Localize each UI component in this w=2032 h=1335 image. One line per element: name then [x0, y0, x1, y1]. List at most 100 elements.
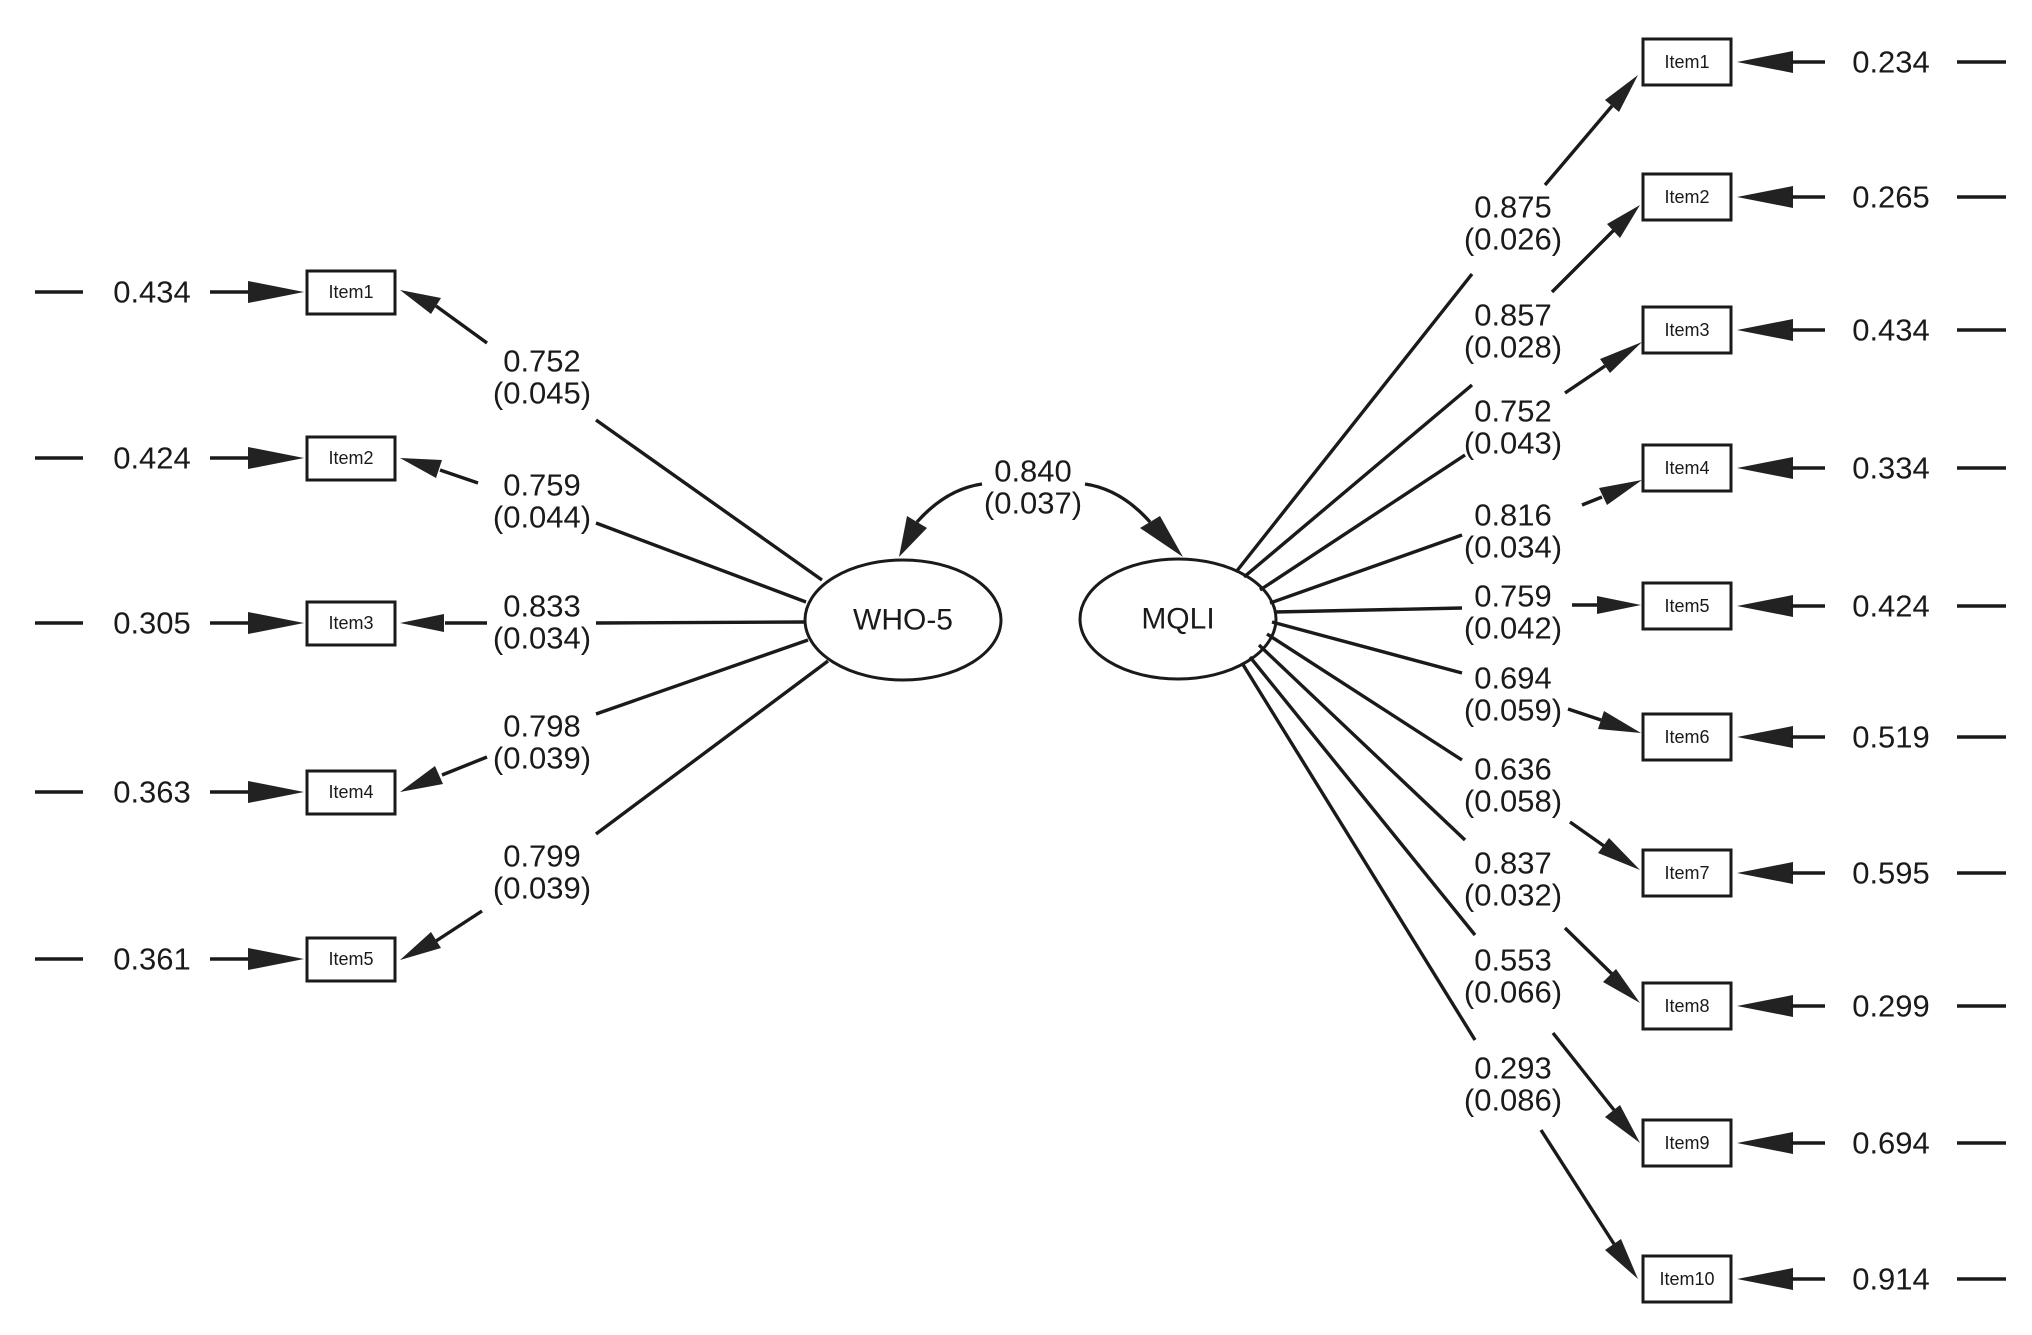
left-loading-arrowhead-3: [400, 614, 444, 632]
right-loading-line-6: [1271, 620, 1463, 675]
right-residual-value-1: 0.234: [1852, 45, 1930, 80]
right-loading-line-9: [1248, 655, 1477, 937]
right-loading-value-7: 0.636: [1474, 752, 1552, 787]
right-loading-line-7: [1266, 632, 1463, 762]
right-residual-value-2: 0.265: [1852, 180, 1930, 215]
left-item-4: 0.798 (0.039) Item4 0.363: [35, 638, 809, 816]
left-loading-line-1-b: [435, 304, 488, 345]
right-item-label-10: Item10: [1659, 1269, 1714, 1289]
correlation-se: (0.037): [984, 486, 1082, 521]
left-item-box-1: [305, 269, 397, 316]
left-loading-value-4: 0.798: [503, 709, 581, 744]
right-residual-arrowhead-3: [1737, 319, 1793, 341]
right-loading-value-4: 0.816: [1474, 498, 1552, 533]
left-item-2: 0.759 (0.044) Item2 0.424: [35, 435, 807, 604]
right-item-label-4: Item4: [1664, 458, 1709, 478]
left-loading-line-4: [595, 638, 809, 716]
latent-who5: WHO-5: [803, 558, 1003, 682]
left-item-box-3: [305, 600, 397, 647]
latent-mqli-ellipse: [1078, 557, 1278, 681]
right-loading-se-10: (0.086): [1464, 1083, 1562, 1118]
latent-who5-label: WHO-5: [853, 604, 953, 637]
right-item-6: 0.694 (0.059) Item6 0.519: [1271, 620, 2006, 762]
right-residual-arrowhead-2: [1737, 186, 1793, 208]
right-loading-value-5: 0.759: [1474, 579, 1552, 614]
left-loading-arrowhead-1: [400, 290, 441, 314]
latent-mqli: MQLI: [1078, 557, 1278, 681]
right-residual-value-10: 0.914: [1852, 1262, 1930, 1297]
right-item-label-1: Item1: [1664, 52, 1709, 72]
right-loading-se-6: (0.059): [1464, 693, 1562, 728]
right-item-label-5: Item5: [1664, 596, 1709, 616]
right-item-1: 0.875 (0.026) Item1 0.234: [1234, 37, 2006, 574]
left-loading-se-1: (0.045): [493, 376, 591, 411]
left-loading-value-3: 0.833: [503, 589, 581, 624]
right-residual-value-9: 0.694: [1852, 1126, 1930, 1161]
left-loading-value-5: 0.799: [503, 839, 581, 874]
right-loading-line-3: [1259, 453, 1466, 592]
left-loading-arrowhead-5: [400, 932, 441, 960]
left-residual-arrowhead-3: [248, 612, 304, 634]
left-loading-se-3: (0.034): [493, 621, 591, 656]
left-item-label-4: Item4: [328, 782, 373, 802]
right-item-4: 0.816 (0.034) Item4 0.334: [1269, 443, 2006, 605]
right-loading-line-8: [1257, 643, 1467, 842]
right-loading-value-8: 0.837: [1474, 846, 1552, 881]
left-loading-se-4: (0.039): [493, 741, 591, 776]
right-loading-line-1: [1234, 272, 1474, 574]
right-loading-line-5: [1274, 606, 1463, 614]
right-residual-value-5: 0.424: [1852, 589, 1930, 624]
left-loading-value-2: 0.759: [503, 468, 581, 503]
right-loading-arrowhead-8: [1603, 969, 1640, 1003]
left-residual-arrowhead-4: [248, 781, 304, 803]
correlation-estimate: 0.840: [994, 454, 1072, 489]
right-residual-arrowhead-8: [1737, 995, 1793, 1017]
left-loading-arrowhead-2: [400, 458, 442, 478]
right-loading-se-5: (0.042): [1464, 611, 1562, 646]
correlation-arc-left: [915, 482, 983, 524]
left-item-label-2: Item2: [328, 448, 373, 468]
right-item-label-3: Item3: [1664, 320, 1709, 340]
right-residual-arrowhead-5: [1737, 595, 1793, 617]
left-item-label-5: Item5: [328, 949, 373, 969]
right-item-box-7: [1641, 848, 1733, 898]
right-loading-arrowhead-10: [1605, 1239, 1638, 1279]
right-loading-se-3: (0.043): [1464, 426, 1562, 461]
right-loading-value-10: 0.293: [1474, 1051, 1552, 1086]
right-item-box-10: [1641, 1254, 1733, 1304]
right-loading-line-3-b: [1564, 364, 1606, 395]
right-loading-arrowhead-5: [1597, 596, 1641, 614]
right-item-10: 0.293 (0.086) Item10 0.914: [1240, 662, 2006, 1304]
right-residual-value-8: 0.299: [1852, 989, 1930, 1024]
right-residual-arrowhead-6: [1737, 726, 1793, 748]
left-item-1: 0.752 (0.045) Item1 0.434: [35, 269, 823, 582]
right-item-box-9: [1641, 1118, 1733, 1168]
right-item-label-9: Item9: [1664, 1133, 1709, 1153]
right-loading-se-8: (0.032): [1464, 878, 1562, 913]
right-residual-arrowhead-10: [1737, 1268, 1793, 1290]
right-loading-line-4: [1269, 533, 1463, 605]
right-residual-arrowhead-9: [1737, 1132, 1793, 1154]
right-loading-se-7: (0.058): [1464, 784, 1562, 819]
right-loading-se-1: (0.026): [1464, 222, 1562, 257]
left-residual-arrowhead-5: [248, 948, 304, 970]
right-residual-arrowhead-7: [1737, 862, 1793, 884]
left-residual-value-2: 0.424: [113, 441, 191, 476]
right-loading-line-2: [1242, 383, 1474, 579]
left-loading-line-3: [595, 620, 806, 625]
left-item-3: 0.833 (0.034) Item3 0.305: [35, 589, 806, 656]
right-item-label-6: Item6: [1664, 727, 1709, 747]
right-loading-arrowhead-4: [1599, 480, 1642, 505]
right-loading-line-9-b: [1551, 1031, 1616, 1112]
right-loading-line-10: [1240, 662, 1477, 1041]
right-loading-line-8-b: [1563, 926, 1614, 976]
left-loading-se-2: (0.044): [493, 500, 591, 535]
right-item-box-1: [1641, 37, 1733, 87]
left-item-box-4: [305, 769, 397, 816]
correlation-arrowhead-left: [899, 516, 927, 557]
left-residual-value-1: 0.434: [113, 275, 191, 310]
right-loading-arrowhead-9: [1605, 1105, 1640, 1143]
right-item-label-8: Item8: [1664, 996, 1709, 1016]
left-item-box-5: [305, 936, 397, 983]
right-loading-arrowhead-1: [1605, 75, 1638, 112]
